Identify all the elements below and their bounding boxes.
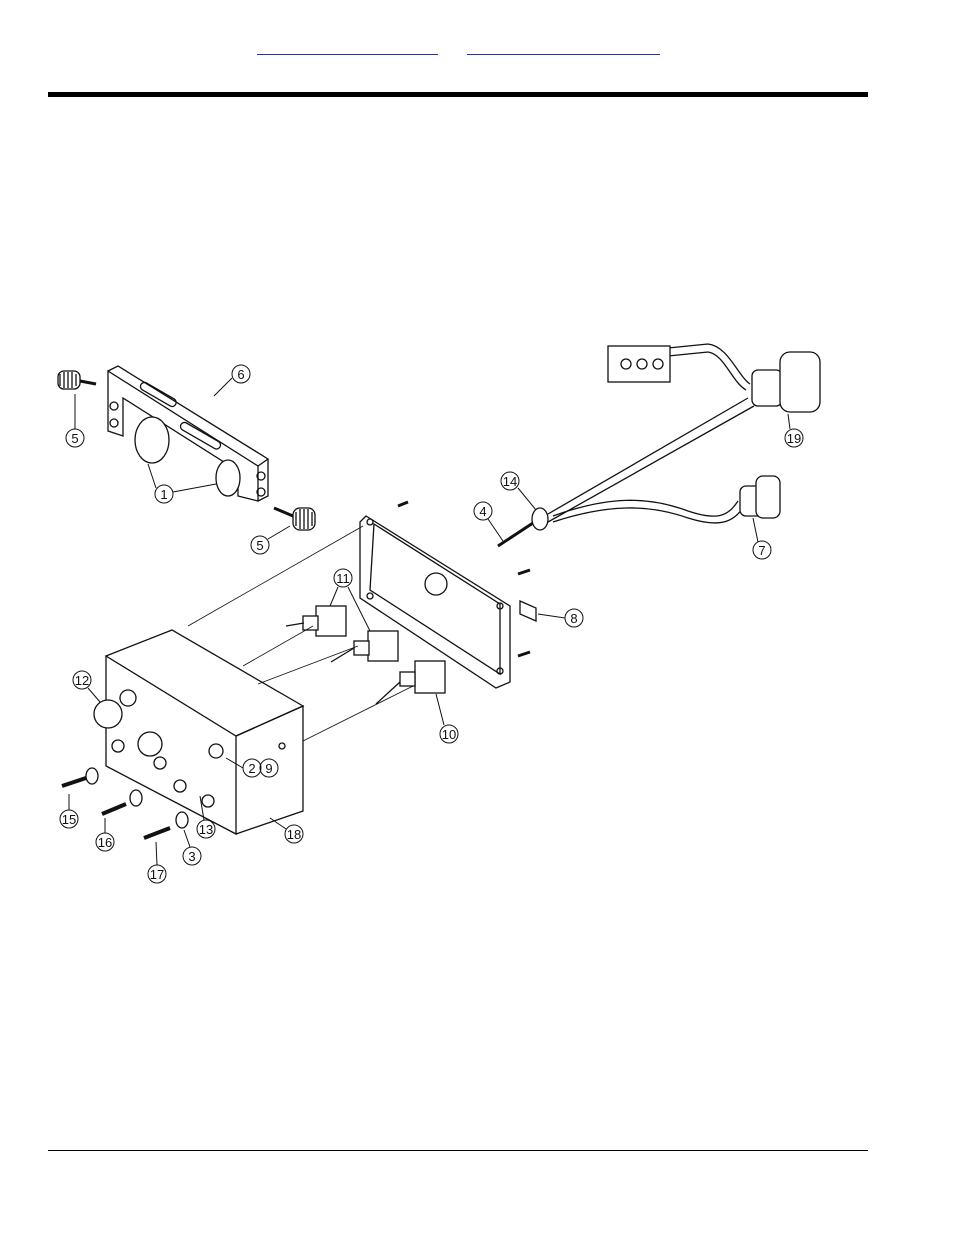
washer-1 <box>135 417 169 463</box>
footer-rule <box>48 1150 868 1151</box>
callout-9: 9 <box>265 761 272 776</box>
callout-16: 16 <box>98 835 112 850</box>
callout-4: 4 <box>479 504 486 519</box>
callout-7: 7 <box>758 543 765 558</box>
knob-right <box>274 508 315 530</box>
header-rule <box>48 92 868 97</box>
control-box <box>106 630 303 834</box>
callout-11: 11 <box>336 571 350 586</box>
callout-6: 6 <box>237 367 244 382</box>
callout-15: 15 <box>62 812 76 827</box>
header-link-2[interactable] <box>467 40 660 55</box>
knob-left <box>58 371 96 389</box>
callout-8: 8 <box>570 611 577 626</box>
callout-3: 3 <box>188 849 195 864</box>
callout-5a: 5 <box>71 431 78 446</box>
toggle-switch-1 <box>286 606 346 636</box>
washer-2 <box>216 460 240 496</box>
callout-5b: 5 <box>256 538 263 553</box>
callout-18: 18 <box>287 827 301 842</box>
callout-10: 10 <box>442 727 456 742</box>
wire-harness <box>498 344 820 546</box>
callout-14: 14 <box>503 474 517 489</box>
callout-13: 13 <box>199 822 213 837</box>
callout-17: 17 <box>150 867 164 882</box>
callout-12: 12 <box>75 673 89 688</box>
callout-19: 19 <box>787 431 801 446</box>
callout-1: 1 <box>160 487 167 502</box>
mounting-bracket <box>108 366 268 501</box>
header-link-1[interactable] <box>257 40 438 55</box>
callout-2: 2 <box>248 761 255 776</box>
toggle-switch-3 <box>376 661 445 704</box>
parts-diagram: 6 5 1 5 14 4 19 7 8 11 10 12 2 9 13 18 1… <box>48 326 828 886</box>
